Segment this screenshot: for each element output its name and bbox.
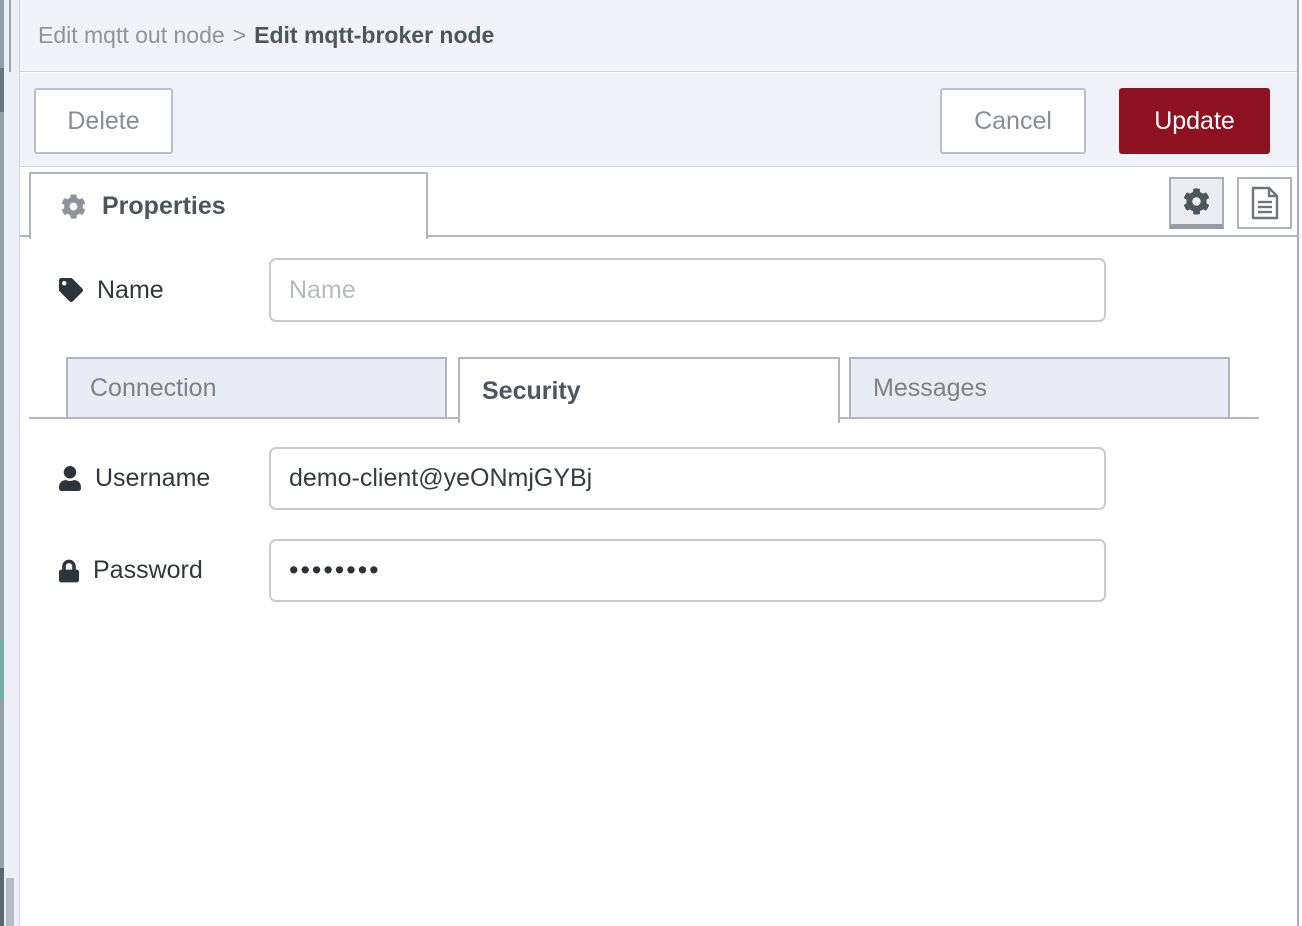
tab-properties[interactable]: Properties (29, 172, 428, 239)
password-label-text: Password (93, 556, 203, 584)
node-description-button[interactable] (1237, 177, 1292, 229)
username-label: Username (59, 447, 210, 510)
update-button[interactable]: Update (1119, 88, 1270, 154)
scrollbar-thumb[interactable] (6, 878, 14, 926)
username-input[interactable] (269, 447, 1106, 510)
tab-security-label: Security (482, 376, 581, 405)
tab-messages-label: Messages (873, 373, 987, 402)
breadcrumb-separator: > (232, 22, 247, 48)
gear-icon (61, 194, 86, 219)
user-icon (59, 466, 81, 491)
node-settings-button[interactable] (1169, 177, 1224, 229)
tab-messages[interactable]: Messages (849, 357, 1230, 419)
password-input[interactable] (269, 539, 1106, 602)
cancel-button[interactable]: Cancel (940, 88, 1086, 154)
workspace-edge-segment (0, 112, 4, 640)
tray-toolbar: Delete Cancel Update (20, 73, 1297, 167)
delete-button[interactable]: Delete (34, 88, 173, 154)
lock-icon (59, 559, 79, 583)
workspace-edge (0, 0, 19, 926)
tab-connection-label: Connection (90, 373, 217, 402)
editor-tab-row: Properties (20, 168, 1298, 239)
tab-row-divider (20, 235, 1298, 237)
breadcrumb-parent[interactable]: Edit mqtt out node (38, 22, 225, 48)
gear-icon (1183, 188, 1210, 215)
breadcrumb-current: Edit mqtt-broker node (254, 22, 495, 48)
palette-edge-line (9, 0, 11, 72)
tab-connection[interactable]: Connection (66, 357, 447, 419)
username-label-text: Username (95, 464, 211, 492)
name-label: Name (59, 258, 164, 322)
workspace-edge-segment (0, 68, 4, 112)
breadcrumb: Edit mqtt out node > Edit mqtt-broker no… (20, 0, 1297, 72)
tab-security[interactable]: Security (458, 357, 840, 423)
tab-properties-label: Properties (102, 192, 226, 220)
tag-icon (59, 278, 83, 302)
edit-tray-dialog: Edit mqtt out node > Edit mqtt-broker no… (19, 0, 1299, 926)
name-input[interactable] (269, 258, 1106, 322)
workspace-edge-segment (0, 0, 4, 68)
name-label-text: Name (97, 275, 164, 304)
file-text-icon (1250, 186, 1280, 220)
workspace-node-edge (0, 640, 4, 700)
password-label: Password (59, 539, 203, 602)
workspace-edge-segment (0, 868, 4, 926)
workspace-edge-segment (0, 700, 4, 868)
